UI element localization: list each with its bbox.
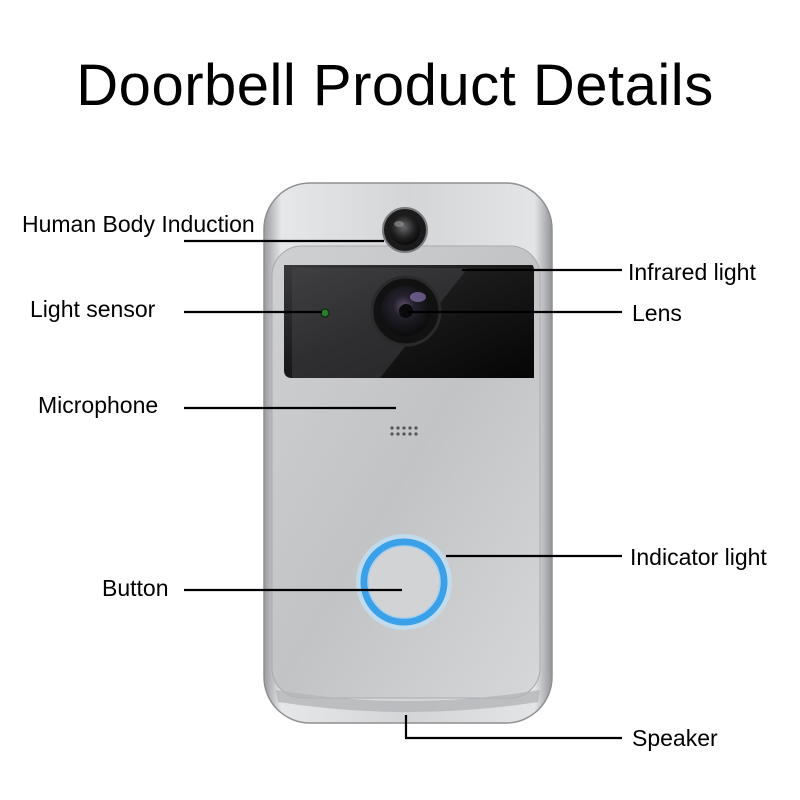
label-lens: Lens (632, 300, 682, 326)
page-title: Doorbell Product Details (76, 53, 714, 118)
microphone-holes (390, 426, 418, 436)
bottom-lip (276, 690, 540, 712)
indicator-ring (360, 538, 448, 626)
leader-lines (184, 239, 622, 740)
label-indicator-light: Indicator light (630, 544, 767, 570)
leader-speaker (404, 715, 622, 740)
label-speaker: Speaker (632, 725, 718, 751)
doorbell-button (367, 545, 441, 619)
label-microphone: Microphone (38, 392, 159, 418)
label-light-sensor: Light sensor (30, 296, 156, 322)
label-infrared-light: Infrared light (628, 259, 756, 285)
label-button: Button (102, 575, 169, 601)
label-human-body-induction: Human Body Induction (22, 211, 255, 237)
ring-glow (356, 534, 452, 630)
light-sensor-dot (320, 308, 330, 318)
